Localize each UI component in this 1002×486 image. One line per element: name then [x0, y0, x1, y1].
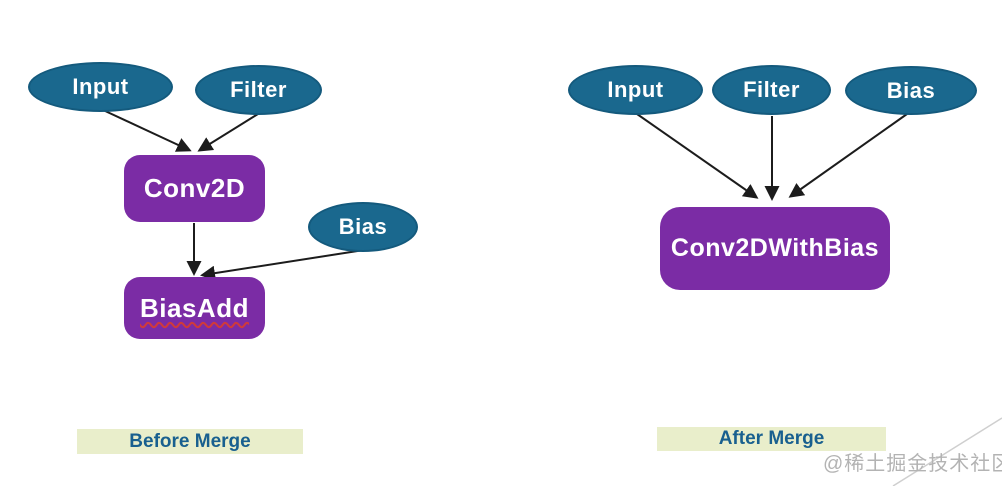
node-bias-after: Bias	[845, 66, 977, 115]
node-biasadd-label: BiasAdd	[140, 292, 249, 323]
caption-before-merge-label: Before Merge	[129, 430, 251, 452]
node-filter-before-label: Filter	[230, 77, 287, 102]
edge-filter-to-conv2d	[197, 113, 259, 152]
node-input-before-label: Input	[72, 74, 129, 99]
caption-before-merge: Before Merge	[77, 429, 303, 454]
node-conv2d: Conv2D	[124, 155, 265, 222]
node-input-after-label: Input	[607, 77, 664, 102]
node-biasadd: BiasAdd	[124, 277, 265, 339]
node-input-before: Input	[28, 62, 173, 112]
edge-input-to-conv2d	[102, 109, 192, 152]
node-input-after: Input	[568, 65, 703, 115]
node-conv2dwithbias-label: Conv2DWithBias	[670, 234, 880, 262]
caption-after-merge-label: After Merge	[718, 428, 825, 449]
node-filter-after: Filter	[712, 65, 831, 115]
node-bias-before: Bias	[308, 202, 418, 252]
node-filter-after-label: Filter	[743, 77, 800, 102]
edge-bias-to-biasadd	[200, 249, 365, 281]
node-bias-after-label: Bias	[886, 77, 936, 103]
site-watermark: @稀土掘金技术社区	[823, 453, 1002, 475]
edge-input-to-conv2dwithbias	[636, 113, 759, 199]
node-bias-before-label: Bias	[338, 214, 388, 239]
node-conv2d-label: Conv2D	[143, 173, 246, 203]
edge-bias-to-conv2dwithbias	[788, 113, 908, 198]
caption-after-merge: After Merge	[657, 427, 886, 451]
node-conv2dwithbias: Conv2DWithBias	[660, 207, 890, 290]
node-filter-before: Filter	[195, 65, 322, 115]
